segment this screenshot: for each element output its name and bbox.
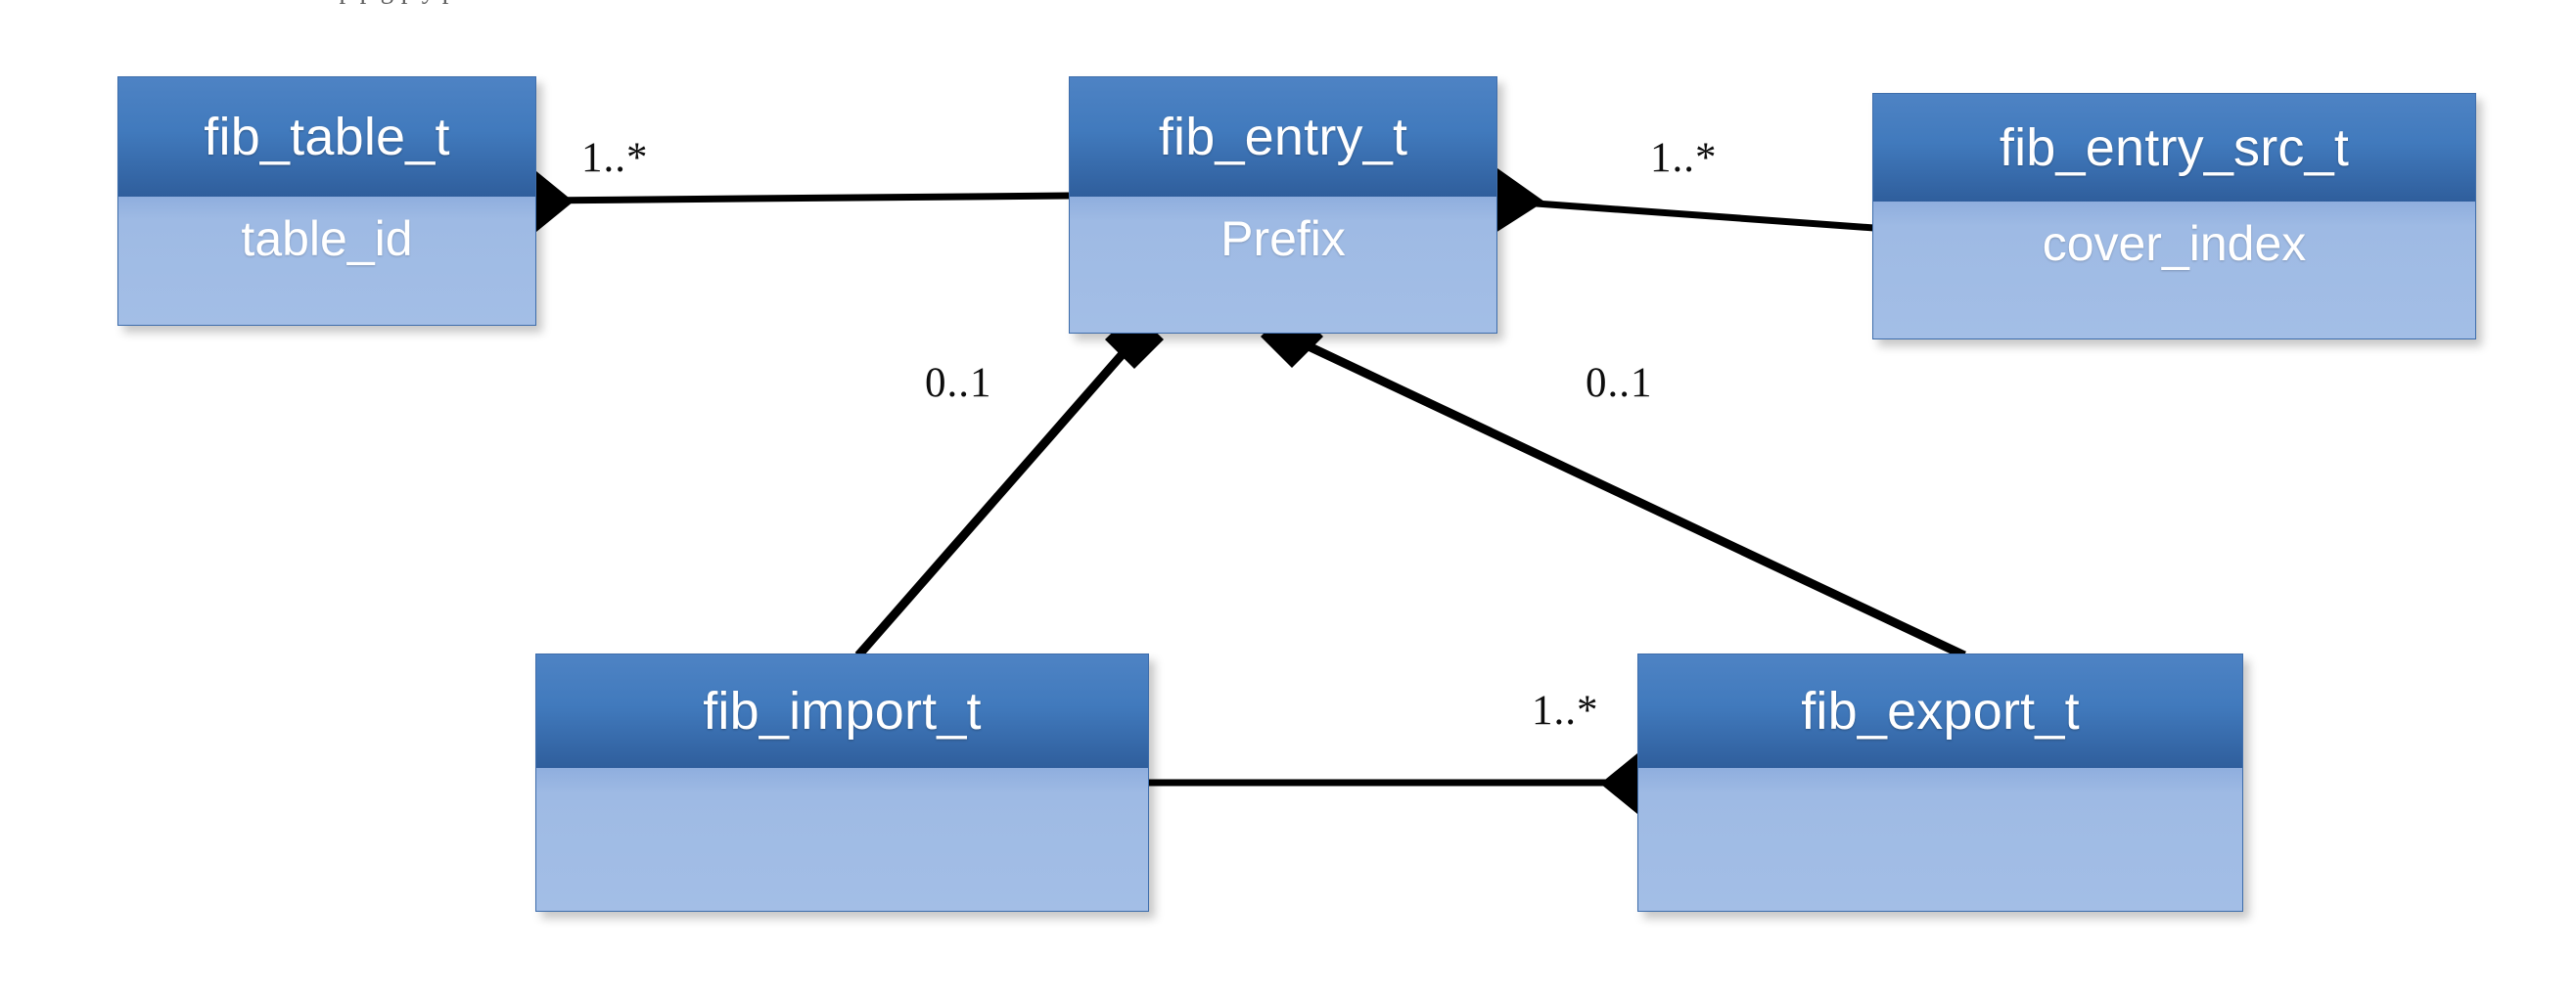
- class-box-fib-entry-src-t[interactable]: fib_entry_src_t cover_index: [1872, 93, 2476, 339]
- edge-line: [1495, 197, 1875, 232]
- edge-import-to-export: [1149, 753, 1675, 814]
- edge-line: [854, 338, 1138, 658]
- edge-entry-to-import: [854, 311, 1164, 658]
- multiplicity-entry-to-export: 0..1: [1586, 360, 1653, 406]
- class-attribute-fib-entry-src-t: cover_index: [1873, 202, 2475, 338]
- class-box-fib-export-t[interactable]: fib_export_t: [1637, 654, 2243, 912]
- class-attribute-fib-export-t: [1638, 768, 2242, 911]
- class-name-fib-entry-src-t: fib_entry_src_t: [1873, 94, 2475, 202]
- class-name-fib-import-t: fib_import_t: [536, 654, 1148, 768]
- class-name-fib-table-t: fib_table_t: [118, 77, 535, 197]
- multiplicity-table-to-entry: 1..*: [581, 135, 649, 181]
- multiplicity-entry-to-entry-src: 1..*: [1650, 135, 1718, 181]
- multiplicity-import-to-export: 1..*: [1532, 688, 1599, 734]
- class-box-fib-entry-t[interactable]: fib_entry_t Prefix: [1069, 76, 1497, 334]
- class-name-fib-export-t: fib_export_t: [1638, 654, 2242, 768]
- class-attribute-fib-import-t: [536, 768, 1148, 911]
- edge-entry-to-export: [1261, 305, 1966, 660]
- class-box-fib-import-t[interactable]: fib_import_t: [535, 654, 1149, 912]
- class-box-fib-table-t[interactable]: fib_table_t table_id: [117, 76, 536, 326]
- class-attribute-fib-table-t: table_id: [118, 197, 535, 325]
- edge-line: [535, 192, 1070, 204]
- multiplicity-entry-to-import: 0..1: [925, 360, 992, 406]
- filled-arrow-marker: [1495, 168, 1544, 233]
- class-attribute-fib-entry-t: Prefix: [1070, 197, 1496, 333]
- class-name-fib-entry-t: fib_entry_t: [1070, 77, 1496, 197]
- clipped-top-text: f p p g p y p: [0, 0, 2576, 4]
